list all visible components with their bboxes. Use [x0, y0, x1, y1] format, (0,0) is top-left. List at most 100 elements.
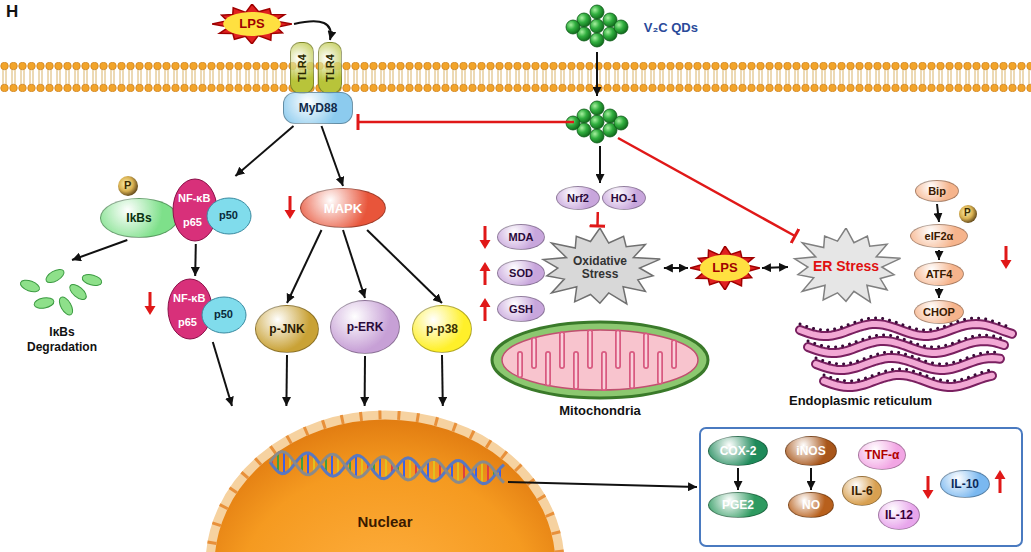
- dna-rung: [361, 457, 363, 476]
- quantum-dot: [566, 20, 580, 34]
- node-text: GSH: [509, 303, 533, 315]
- subunit-label: p50: [214, 308, 233, 320]
- node-text: Bip: [928, 185, 946, 197]
- decrease-arrow: [480, 226, 491, 249]
- burst: [543, 228, 660, 304]
- node-text: LPS: [239, 17, 264, 31]
- crista: [519, 354, 522, 375]
- organelle-label: Mitochondria: [492, 322, 708, 420]
- burst: [795, 228, 901, 302]
- panel-letter: H: [6, 2, 18, 22]
- change-arrow: [145, 196, 1012, 499]
- crista: [643, 336, 649, 366]
- complex-label: NF-κB: [173, 292, 205, 304]
- er-membrane: [808, 341, 1004, 353]
- dna-rung: [283, 452, 285, 474]
- pathway-protein: eIF2α: [910, 224, 968, 248]
- crista: [517, 354, 523, 375]
- crista: [561, 334, 564, 366]
- node-text: NO: [802, 498, 820, 512]
- decrease-arrow: [923, 476, 934, 499]
- stimulus-burst: LPS: [690, 246, 760, 290]
- p50-subunit: [207, 198, 251, 234]
- heading-text: IκBs Degradation: [20, 325, 105, 354]
- heading-text: V₂C QDs: [644, 20, 698, 35]
- dna-rung: [331, 454, 333, 476]
- er-membrane: [824, 375, 992, 387]
- fragment: [81, 273, 103, 288]
- node-text: ATF4: [926, 268, 953, 280]
- stimulus-burst: LPS: [212, 4, 292, 44]
- crista: [673, 342, 676, 366]
- arrow-connector: [367, 230, 442, 303]
- quantum-dot-cluster: [566, 5, 628, 143]
- node-text: SOD: [509, 267, 533, 279]
- burst-core: [700, 255, 750, 281]
- crista: [533, 340, 536, 366]
- arrow-connector: [343, 230, 365, 298]
- organelle-label: Nuclear: [215, 408, 555, 552]
- arrow-connector: [441, 355, 444, 406]
- crista: [671, 342, 677, 366]
- node-text: LPS: [712, 261, 737, 275]
- dna-rung: [409, 458, 411, 479]
- complex-label: NF-κB: [178, 192, 210, 204]
- dna-rung: [385, 458, 387, 479]
- er-lumen: [808, 341, 1004, 353]
- receptor: TLR4: [290, 42, 314, 94]
- quantum-dot: [590, 33, 604, 47]
- node-text: IkBs: [126, 211, 151, 225]
- fragment: [33, 296, 54, 309]
- increase-arrow: [995, 470, 1006, 493]
- cytokine-oval: IL-6: [842, 476, 882, 506]
- subunit-label: p50: [219, 209, 238, 221]
- node-text: p-p38: [426, 322, 458, 336]
- degraded-fragments: [19, 267, 103, 317]
- mediator-oval: iNOS: [785, 436, 837, 466]
- node-text: ER Stress: [813, 259, 879, 274]
- node-text: COX-2: [720, 444, 757, 458]
- node-text: IL-10: [951, 477, 979, 491]
- pathway-protein: ATF4: [914, 262, 964, 286]
- crista: [531, 340, 537, 366]
- stress-burst: Oxidative Stress: [538, 228, 662, 308]
- fragment: [67, 282, 89, 303]
- complex-shape: [165, 178, 253, 242]
- node-text: Oxidative Stress: [560, 255, 639, 281]
- crista: [631, 354, 634, 386]
- mediator-oval: NO: [788, 492, 834, 518]
- crista: [547, 354, 550, 383]
- dna-rung: [379, 457, 381, 477]
- endoplasmic-reticulum: [800, 318, 1012, 387]
- dna-rung: [487, 464, 489, 483]
- p50-subunit: [202, 297, 246, 333]
- arrow-connector: [213, 342, 232, 406]
- kinase: p-p38: [412, 305, 472, 353]
- arrow-connector: [364, 356, 366, 406]
- heading-text: Mitochondria: [559, 403, 641, 418]
- node-text: HO-1: [611, 192, 637, 204]
- fragment: [19, 278, 41, 294]
- node-text: PGE2: [722, 498, 754, 512]
- dna-rung: [481, 462, 483, 484]
- node-text: MDA: [508, 231, 533, 243]
- heading-text: Nuclear: [357, 513, 412, 530]
- ribosome-dots: [800, 318, 1012, 330]
- crista: [573, 354, 579, 387]
- arrow-connector: [285, 355, 288, 406]
- node-text: eIF2α: [925, 230, 954, 242]
- arrow-connector: [235, 126, 293, 176]
- degradation-label: IκBs Degradation: [12, 262, 112, 354]
- output-panel: [700, 428, 1022, 546]
- crista: [657, 354, 663, 382]
- node-text: p-ERK: [347, 320, 384, 334]
- quantum-dot: [614, 116, 628, 130]
- quantum-dot: [590, 101, 604, 115]
- node-text: Nrf2: [567, 192, 589, 204]
- subunit-label: p65: [183, 216, 202, 228]
- node-text: TLR4: [324, 54, 336, 82]
- increase-arrow: [480, 262, 491, 285]
- antioxidant-protein: Nrf2: [556, 186, 600, 210]
- arrow-connector: [322, 126, 344, 186]
- adaptor-protein: MyD88: [283, 92, 353, 124]
